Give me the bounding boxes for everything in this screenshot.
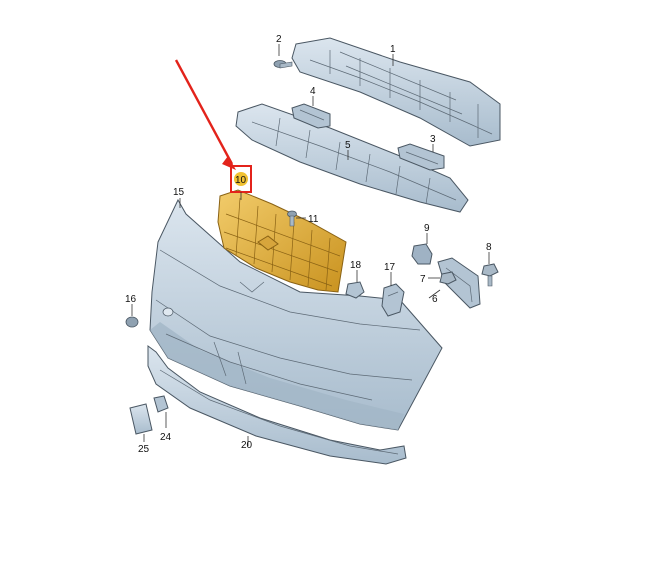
red-arrow-icon xyxy=(174,59,236,170)
part-6-bracket xyxy=(437,257,481,309)
callout-16: 16 xyxy=(125,294,137,305)
callout-2: 2 xyxy=(276,34,282,45)
part-24-mounting-bracket xyxy=(153,395,169,413)
part-15-bumper-cover xyxy=(149,198,443,431)
callout-badge-10 xyxy=(234,172,248,186)
callout-labels: 1 2 3 4 5 6 7 8 9 10 11 15 16 17 18 20 2… xyxy=(125,34,492,455)
callout-15: 15 xyxy=(173,187,185,198)
part-25-cover-plate xyxy=(129,403,153,435)
callout-4: 4 xyxy=(310,86,316,97)
part-11-screw xyxy=(287,210,297,227)
callout-8: 8 xyxy=(486,242,492,253)
part-20-spoiler xyxy=(147,345,407,465)
part-17-sensor-holder xyxy=(381,283,405,317)
callout-11: 11 xyxy=(308,214,319,225)
part-18-cap xyxy=(345,281,365,299)
part-7-nut xyxy=(439,271,457,285)
part-1-reinforcement-beam xyxy=(291,37,501,147)
callout-18: 18 xyxy=(350,260,362,271)
callout-1: 1 xyxy=(390,44,396,55)
part-5-impact-absorber xyxy=(235,103,469,213)
callout-6: 6 xyxy=(432,294,438,305)
callout-25: 25 xyxy=(138,444,150,455)
callout-5: 5 xyxy=(345,140,351,151)
callout-24: 24 xyxy=(160,432,172,443)
part-2-bolt xyxy=(273,60,293,69)
part-4-mounting-bracket xyxy=(291,103,331,129)
leader-lines xyxy=(131,44,490,446)
part-10-radiator-grille xyxy=(217,189,347,293)
callout-17: 17 xyxy=(384,262,396,273)
callout-7: 7 xyxy=(420,274,426,285)
callout-10: 10 xyxy=(235,175,247,186)
part-3-mounting-bracket xyxy=(397,143,445,171)
callout-3: 3 xyxy=(430,134,436,145)
part-9-clip xyxy=(411,243,433,265)
part-16-plug xyxy=(125,316,139,328)
callout-20: 20 xyxy=(241,440,253,451)
callout-9: 9 xyxy=(424,223,430,234)
part-8-bolt xyxy=(481,263,499,287)
